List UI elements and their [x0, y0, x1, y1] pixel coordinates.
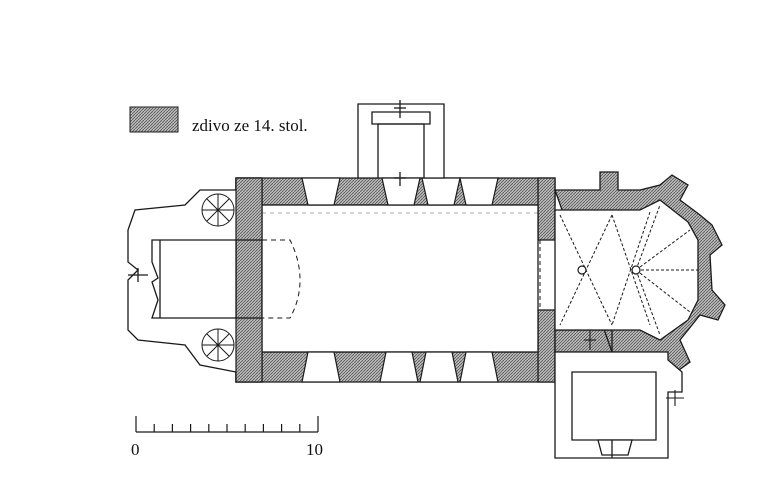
triumphal-arch [539, 240, 556, 310]
south-window-niches [301, 351, 499, 383]
spiral-staircase-north [201, 193, 235, 227]
west-front [127, 178, 237, 382]
chancel-interior [554, 199, 699, 341]
scale-bar [135, 416, 319, 433]
west-dashed-lines [235, 240, 263, 318]
vault-boss-west [577, 265, 587, 275]
legend-swatch [129, 106, 179, 133]
north-window-niches [301, 177, 499, 206]
legend: zdivo ze 14. stol. [129, 106, 308, 135]
spiral-staircase-south [201, 328, 235, 362]
vault-boss-east [631, 265, 641, 275]
scale-ticks [135, 416, 319, 432]
scale-start-label: 0 [131, 440, 140, 459]
north-porch [357, 100, 445, 186]
legend-label: zdivo ze 14. stol. [192, 116, 308, 135]
gallery-outline [262, 239, 301, 319]
sacristy-door-marks [584, 330, 684, 406]
nave-interior [261, 204, 539, 353]
scale-end-label: 10 [306, 440, 323, 459]
west-tower-masonry [235, 177, 263, 383]
sacristy [554, 351, 683, 459]
